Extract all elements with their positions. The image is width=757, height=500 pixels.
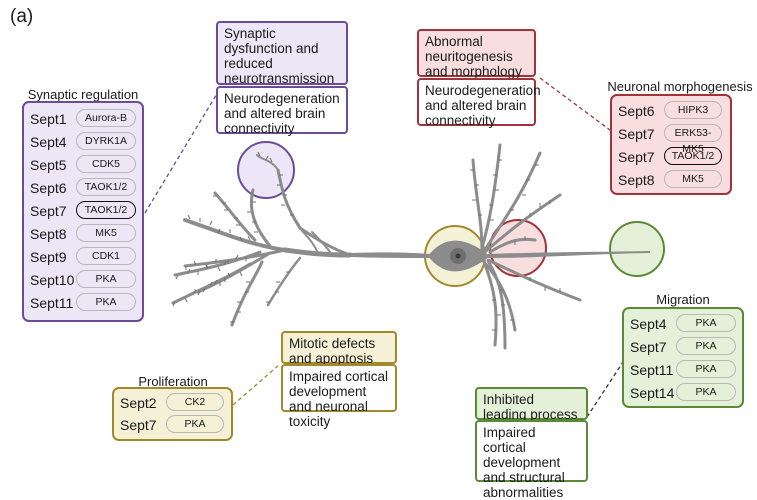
panel-label: (a) — [10, 6, 34, 27]
dendritic-spines — [172, 151, 294, 323]
kinase-pill: CDK1 — [76, 247, 136, 265]
morphogenesis-outcome-primary: Abnormal neuritogenesis and morphology — [417, 29, 536, 79]
synaptic-regulation-box: Sept1 Aurora-B Sept4 DYRK1A Sept5 CDK5 Sept… — [22, 101, 144, 322]
migration-outcome-secondary: Impaired cortical development and struct… — [475, 420, 588, 500]
axon-shaft — [488, 251, 650, 258]
septin-label: Sept5 — [30, 157, 67, 173]
kinase-pill: PKA — [676, 314, 736, 332]
kinase-pill: MK5 — [664, 170, 722, 188]
kinase-pill: CK2 — [166, 393, 224, 411]
septin-label: Sept7 — [618, 126, 655, 142]
kinase-pill: PKA — [676, 337, 736, 355]
synaptic-regulation-title: Synaptic regulation — [27, 87, 139, 102]
nucleolus — [455, 253, 461, 259]
neuron-illustration — [144, 77, 665, 418]
septin-label: Sept4 — [630, 316, 667, 332]
septin-label: Sept11 — [30, 295, 74, 311]
kinase-pill: DYRK1A — [76, 132, 136, 150]
kinase-pill: ERK53-MK5 — [664, 124, 722, 155]
axon — [350, 252, 430, 258]
kinase-pill: PKA — [166, 415, 224, 433]
kinase-pill: Aurora-B — [76, 109, 136, 127]
septin-label: Sept10 — [30, 272, 75, 288]
morphogenesis-outcome-secondary: Neurodegeneration and altered brain conn… — [417, 78, 541, 128]
septin-label: Sept11 — [630, 362, 674, 378]
septin-label: Sept7 — [120, 417, 157, 433]
proliferation-title: Proliferation — [138, 374, 208, 389]
septin-label: Sept6 — [30, 180, 67, 196]
right-dendrites — [471, 143, 582, 350]
septin-label: Sept7 — [618, 149, 655, 165]
kinase-pill: PKA — [676, 383, 736, 401]
septin-label: Sept7 — [30, 203, 67, 219]
synaptic-connector — [144, 91, 219, 214]
proliferation-outcome-secondary: Impaired cortical development and neuron… — [281, 364, 397, 429]
kinase-pill: PKA — [76, 270, 136, 288]
proliferation-connector — [232, 363, 281, 406]
kinase-pill: TAOK1/2 — [76, 178, 136, 196]
septin-label: Sept6 — [618, 103, 655, 119]
synaptic-outcome-primary: Synaptic dysfunction and reduced neurotr… — [216, 21, 348, 86]
proliferation-outcome-primary: Mitotic defects and apoptosis — [281, 331, 397, 366]
septin-label: Sept1 — [30, 111, 67, 127]
septin-label: Sept8 — [30, 226, 67, 242]
morphogenesis-connector — [539, 77, 611, 131]
septin-label: Sept2 — [120, 395, 157, 411]
septin-label: Sept8 — [618, 172, 655, 188]
synapse-highlight-circle — [237, 141, 295, 199]
migration-connector — [586, 361, 624, 418]
migration-title: Migration — [656, 292, 710, 307]
right-spines — [470, 159, 561, 331]
kinase-pill: CDK5 — [76, 155, 136, 173]
kinase-pill: PKA — [76, 293, 136, 311]
septin-label: Sept7 — [630, 339, 667, 355]
kinase-pill-highlighted: TAOK1/2 — [664, 147, 722, 165]
septin-label: Sept14 — [630, 385, 675, 401]
migration-outcome-primary: Inhibited leading process formation — [475, 387, 588, 437]
septin-label: Sept9 — [30, 249, 67, 265]
septin-label: Sept4 — [30, 134, 67, 150]
kinase-pill: PKA — [676, 360, 736, 378]
kinase-pill-highlighted: TAOK1/2 — [76, 201, 136, 219]
synaptic-outcome-secondary: Neurodegeneration and altered brain conn… — [216, 86, 348, 136]
axon-tip-highlight-circle — [609, 221, 665, 277]
kinase-pill: MK5 — [76, 224, 136, 242]
neuronal-morphogenesis-title: Neuronal morphogenesis — [607, 79, 753, 94]
kinase-pill: HIPK3 — [664, 101, 722, 119]
proliferation-box: Sept2 CK2 Sept7 PKA — [112, 387, 233, 441]
